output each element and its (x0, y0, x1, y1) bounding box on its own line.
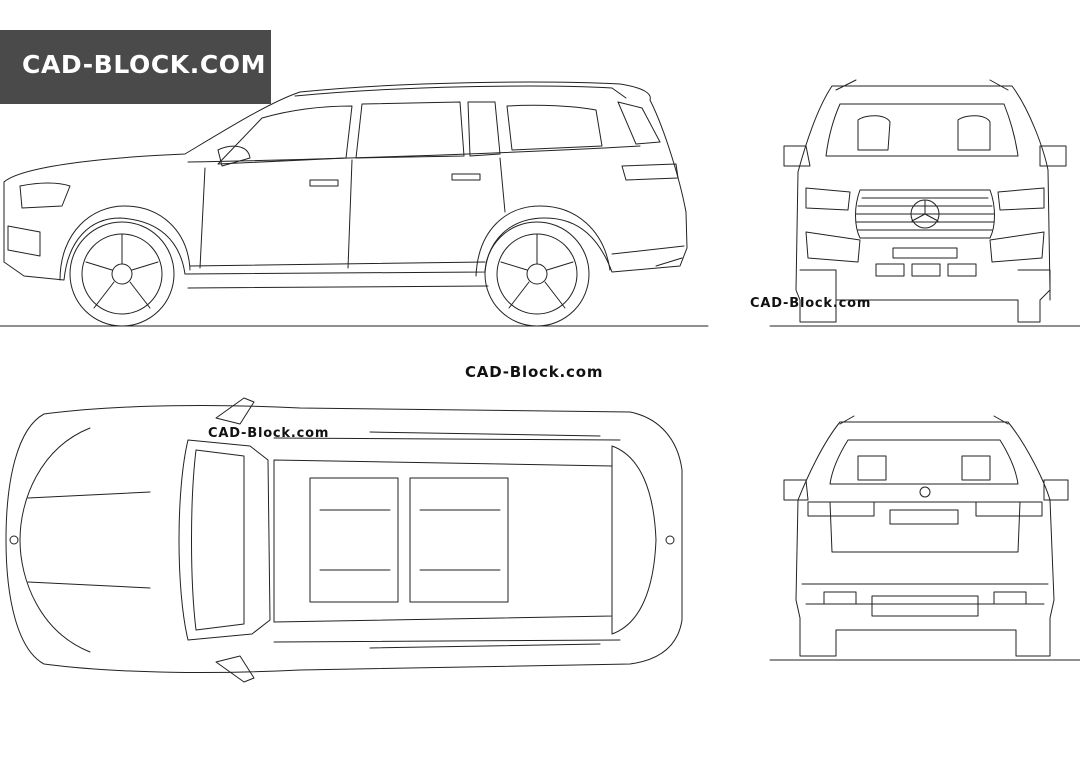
side-front-wheel (60, 206, 190, 326)
rear-tailgate (830, 502, 1020, 552)
rear-bumper (802, 584, 1048, 604)
top-dashboard (192, 450, 245, 630)
top-front-emblem (10, 536, 18, 544)
rear-taillight-left (808, 502, 874, 516)
side-door-rear (500, 158, 505, 212)
front-tire-left (800, 270, 836, 322)
side-mirror (218, 146, 250, 166)
side-window-middle (356, 102, 464, 158)
front-body-outline (796, 86, 1050, 322)
rear-exhausts (824, 592, 1026, 604)
watermark-top-view: CAD-Block.com (208, 426, 330, 441)
front-lower-intake (806, 232, 1044, 262)
top-roof-rail-upper (274, 438, 620, 440)
rear-window (830, 440, 1018, 484)
watermark-center: CAD-Block.com (465, 363, 604, 381)
top-hood-lines (20, 428, 150, 652)
side-rear-arch (476, 206, 610, 276)
front-plate (893, 248, 957, 258)
top-body-outline (6, 406, 682, 673)
front-seat-left (858, 116, 890, 150)
top-roof-rail-lower (274, 640, 620, 642)
front-tire-right (1018, 270, 1050, 300)
side-front-grille (8, 226, 40, 256)
side-headlight (20, 183, 70, 208)
top-rear-window (612, 446, 656, 634)
rear-plate (890, 510, 958, 524)
front-mirror-right (1040, 146, 1066, 166)
top-view (6, 398, 682, 682)
front-grille (856, 190, 995, 238)
front-mirror-left (784, 146, 810, 166)
front-view (770, 80, 1080, 326)
side-rear-wheel (476, 206, 610, 326)
side-window-c (618, 102, 660, 144)
logo-badge[interactable]: CAD-BLOCK.COM (0, 30, 271, 104)
side-window-front (218, 106, 352, 164)
side-body-outline (4, 82, 687, 280)
top-cabin-seats-row2 (410, 478, 508, 602)
rear-seats (858, 456, 990, 480)
side-door-front (200, 160, 352, 268)
front-windshield (826, 104, 1018, 156)
top-sunroof (274, 460, 612, 622)
top-seat-details (320, 510, 500, 570)
top-side-windows (370, 432, 600, 648)
watermark-front-view: CAD-Block.com (750, 296, 872, 311)
top-mirror-upper (216, 398, 254, 424)
front-seat-right (958, 116, 990, 150)
side-bumper-rear (612, 246, 684, 266)
front-bumper-slots (876, 264, 976, 276)
side-taillight (622, 164, 678, 180)
side-front-arch (60, 206, 190, 280)
rear-mirror-right (1044, 480, 1068, 500)
rear-mirror-left (784, 480, 808, 500)
side-window-rear-door (468, 102, 500, 156)
side-window-rear (507, 105, 602, 150)
front-headlight-left (806, 188, 850, 210)
side-handle-2 (452, 174, 480, 180)
side-roof-rail (295, 86, 626, 98)
front-headlight-right (998, 188, 1044, 210)
rear-taillight-right (976, 502, 1042, 516)
top-cabin-seats-row1 (310, 478, 398, 602)
side-belt-line (188, 146, 640, 162)
top-windshield (179, 440, 270, 640)
side-handle-1 (310, 180, 338, 186)
side-view (0, 82, 708, 326)
top-mirror-lower (216, 656, 254, 682)
top-rear-emblem (666, 536, 674, 544)
front-roof-rails (836, 80, 1008, 90)
rear-view (770, 416, 1080, 660)
rear-diffuser (872, 596, 978, 616)
rear-body-outline (796, 422, 1054, 656)
rear-star-emblem (920, 487, 930, 497)
side-sill (188, 262, 488, 288)
logo-text: CAD-BLOCK.COM (22, 50, 267, 79)
rear-roof-rails (840, 416, 1008, 424)
